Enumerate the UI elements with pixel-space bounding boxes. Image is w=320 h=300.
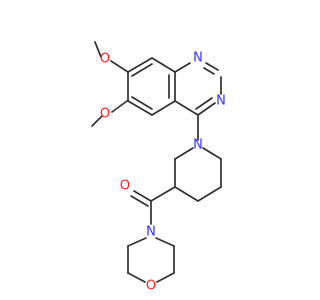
bond [131, 96, 153, 110]
bond [127, 100, 153, 116]
atom-o-methoxy-7: O [100, 52, 110, 67]
bond [156, 272, 175, 283]
bond [150, 186, 176, 202]
bond [151, 100, 176, 116]
atom-o-methoxy-6: O [100, 107, 110, 122]
bond [205, 62, 219, 71]
atom-o-morpholine: O [146, 279, 156, 294]
molecule-canvas: O O N N N O N O [91, 41, 226, 294]
bond [127, 272, 146, 283]
bond [174, 186, 199, 202]
bond [202, 147, 222, 160]
bond [133, 190, 152, 202]
bond [174, 147, 194, 160]
bond [110, 60, 129, 73]
bond [174, 100, 199, 116]
bond [131, 63, 153, 77]
bond [151, 57, 176, 73]
bond [174, 62, 191, 73]
atom-n-quinazoline-3: N [216, 94, 226, 109]
bond [203, 67, 215, 75]
bond [127, 57, 153, 73]
bond [111, 100, 128, 113]
bond [130, 195, 149, 207]
atom-o-carbonyl: O [120, 179, 130, 194]
bond [155, 237, 175, 247]
bond [197, 102, 216, 116]
structure-diagram: O O N N N O N O [91, 41, 226, 294]
atom-n-piperidine: N [193, 138, 203, 153]
atom-n-morpholine: N [146, 225, 156, 240]
bond [195, 97, 213, 110]
bond [94, 41, 102, 58]
bond [197, 186, 222, 202]
bond [127, 237, 147, 247]
atom-n-quinazoline-1: N [193, 51, 203, 66]
bond [91, 115, 103, 127]
